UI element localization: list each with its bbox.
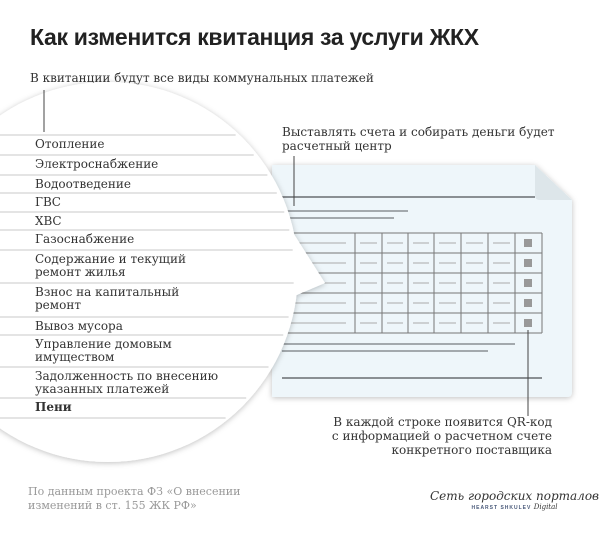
logo-sub: HEARST SHKULEV Digital: [471, 503, 558, 511]
payment-item: ГВС: [35, 195, 61, 209]
note-qr-code: В каждой строке появится QR-код с информ…: [331, 415, 552, 457]
qr-code-icon: [524, 279, 532, 287]
page-title: Как изменится квитанция за услуги ЖКХ: [30, 24, 479, 50]
payment-item: Отопление: [35, 137, 105, 151]
payment-item: Электроснабжение: [35, 157, 159, 171]
qr-code-icon: [524, 239, 532, 247]
note-billing-center: Выставлять счета и собирать деньги будет…: [282, 125, 555, 153]
logo: Сеть городских порталов HEARST SHKULEV D…: [430, 489, 599, 511]
payment-item: ХВС: [35, 214, 62, 228]
payment-item: Газоснабжение: [35, 232, 135, 246]
payment-item: Содержание и текущий ремонт жилья: [35, 252, 186, 279]
payment-item: Управление домовым имуществом: [35, 337, 172, 364]
payment-item: Задолженность по внесению указанных плат…: [35, 369, 219, 396]
source-note: По данным проекта ФЗ «О внесении изменен…: [28, 485, 241, 512]
qr-code-icon: [524, 319, 532, 327]
payment-item: Водоотведение: [35, 177, 131, 191]
qr-code-icon: [524, 299, 532, 307]
payment-item: Вывоз мусора: [35, 319, 123, 333]
receipt: [272, 165, 572, 397]
logo-text: Сеть городских порталов: [430, 489, 600, 503]
payment-item: Взнос на капитальный ремонт: [35, 285, 180, 312]
payment-item: Пени: [35, 400, 72, 414]
qr-code-icon: [524, 259, 532, 267]
subtitle: В квитанции будут все виды коммунальных …: [30, 71, 374, 85]
